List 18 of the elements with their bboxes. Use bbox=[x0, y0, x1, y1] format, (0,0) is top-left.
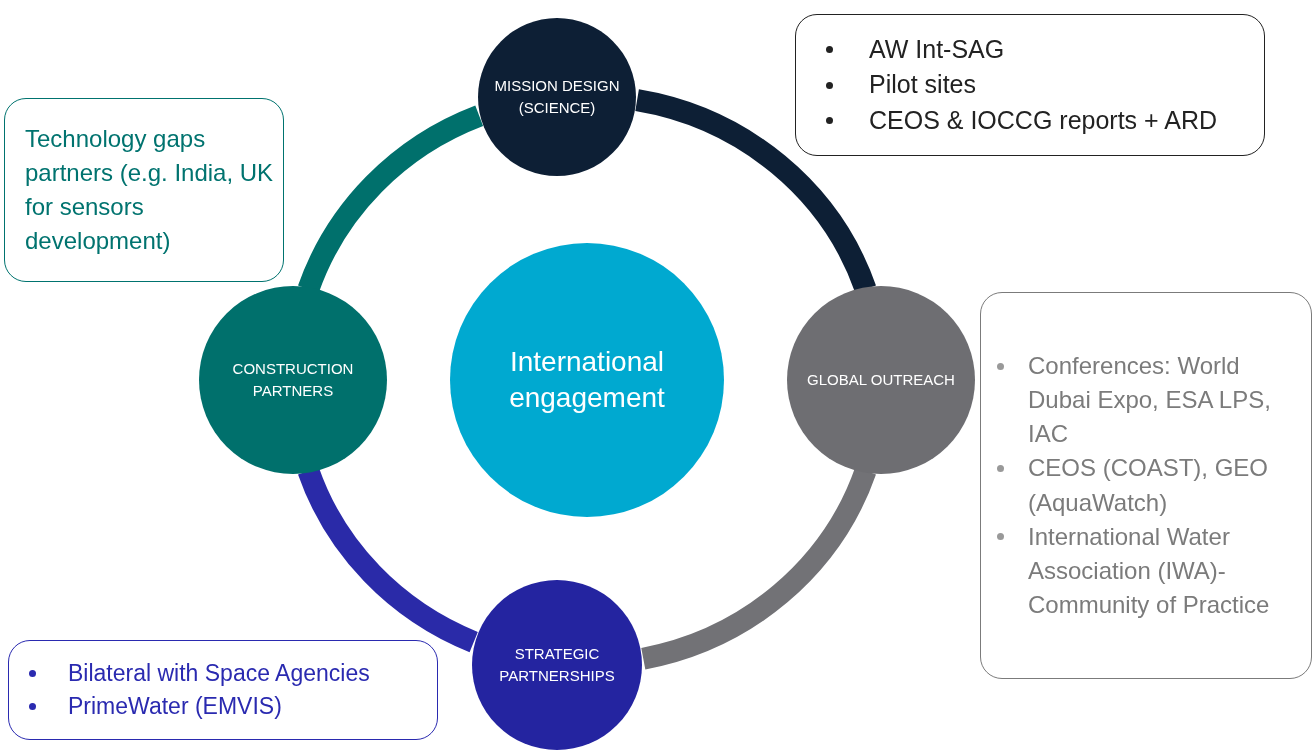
list-item: Conferences: World Dubai Expo, ESA LPS, IAC bbox=[1028, 351, 1272, 450]
circle-label: International engagement bbox=[508, 344, 666, 415]
list-item: Pilot sites bbox=[869, 69, 976, 101]
list-item: PrimeWater (EMVIS) bbox=[68, 692, 282, 721]
list-item: CEOS & IOCCG reports + ARD bbox=[869, 104, 1217, 136]
list-item: Bilateral with Space Agencies bbox=[68, 659, 370, 689]
bullet-list-box bbox=[8, 640, 438, 740]
circle-label: MISSION DESIGN (SCIENCE) bbox=[493, 75, 621, 118]
bullet-list-box bbox=[795, 14, 1265, 156]
circle-label: STRATEGIC PARTNERSHIPS bbox=[498, 643, 616, 686]
text-box bbox=[4, 98, 284, 282]
circle-label: GLOBAL OUTREACH bbox=[807, 369, 955, 390]
box-text: Technology gaps partners (e.g. India, UK for sensors development) bbox=[25, 123, 275, 257]
list-item: International Water Association (IWA)- Community of Practice bbox=[1028, 521, 1271, 620]
list-item: CEOS (COAST), GEO (AquaWatch) bbox=[1028, 453, 1270, 518]
circle-label: CONSTRUCTION PARTNERS bbox=[231, 358, 355, 401]
list-item: AW Int-SAG bbox=[869, 33, 1005, 65]
bullet-list-box bbox=[980, 292, 1312, 679]
